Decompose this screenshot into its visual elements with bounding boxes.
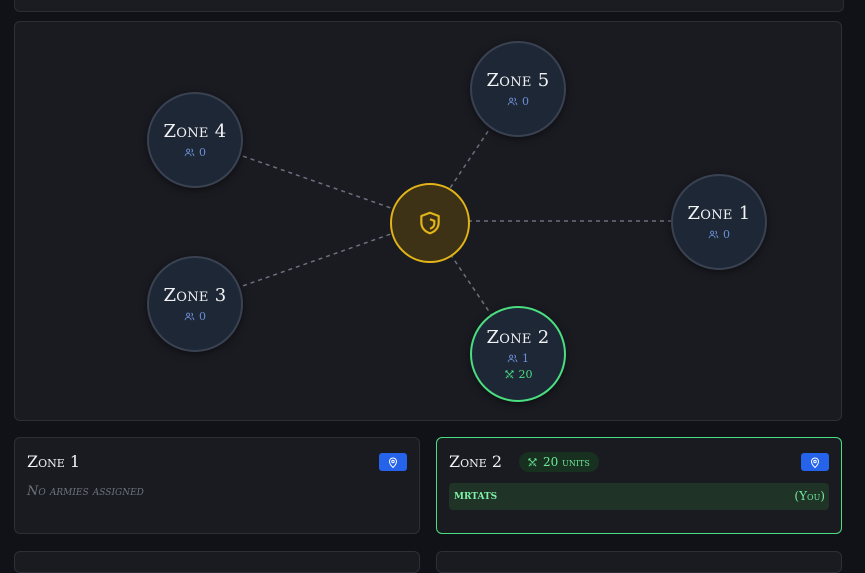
map-pin-icon: [388, 457, 398, 468]
zone-army-count: 0: [199, 145, 206, 159]
zone-army-count: 0: [199, 309, 206, 323]
zone-card-2: Zone 2 20 units mrtats (You): [436, 437, 842, 534]
users-icon: [184, 312, 195, 320]
swords-icon: [528, 457, 537, 466]
zone-node-3[interactable]: Zone 3 0: [147, 256, 243, 352]
zone-node-4[interactable]: Zone 4 0: [147, 92, 243, 188]
zone-card-4: [436, 551, 842, 573]
zone-army-count: 1: [522, 351, 529, 365]
locate-zone-button[interactable]: [379, 453, 407, 471]
zone-army-count: 0: [723, 227, 730, 241]
zone-node-2[interactable]: Zone 2 1 20: [470, 306, 566, 402]
zone-armies: 1: [507, 352, 529, 365]
army-name: mrtats: [454, 488, 498, 503]
zone-armies: 0: [708, 228, 730, 241]
users-icon: [507, 354, 518, 362]
zone-units: 20: [504, 368, 533, 381]
army-owner-tag: (You): [794, 489, 825, 503]
zone-card-3: [14, 551, 420, 573]
map-pin-icon: [810, 457, 820, 468]
zone-unit-count: 20: [518, 367, 533, 381]
army-list-item[interactable]: mrtats (You): [449, 483, 829, 510]
zone-armies: 0: [184, 310, 206, 323]
units-badge-label: 20 units: [543, 455, 590, 469]
units-badge: 20 units: [519, 452, 599, 472]
zone-armies: 0: [507, 95, 529, 108]
top-toolbar: [14, 0, 844, 12]
locate-zone-button[interactable]: [801, 453, 829, 471]
shield-icon: [420, 211, 440, 235]
zone-card-1: Zone 1 No armies assigned: [14, 437, 420, 534]
swords-icon: [504, 369, 514, 378]
zone-node-5[interactable]: Zone 5 0: [470, 41, 566, 137]
zone-name: Zone 5: [486, 69, 550, 91]
zone-node-1[interactable]: Zone 1 0: [671, 174, 767, 270]
users-icon: [708, 230, 719, 238]
headquarters-node[interactable]: [390, 183, 470, 263]
link-zone-4: [193, 138, 429, 222]
zone-card-title: Zone 2: [449, 452, 503, 471]
link-zone-3: [193, 220, 429, 304]
zone-armies: 0: [184, 146, 206, 159]
users-icon: [507, 97, 518, 105]
zone-name: Zone 4: [163, 120, 227, 142]
zone-map: Zone 1 0 Zone 2 1 20 Zone 3 0 Zone 4 0 Z…: [14, 21, 842, 421]
zone-army-count: 0: [522, 94, 529, 108]
users-icon: [184, 148, 195, 156]
no-armies-text: No armies assigned: [27, 484, 144, 499]
zone-name: Zone 3: [163, 284, 227, 306]
zone-name: Zone 1: [687, 202, 751, 224]
zone-card-title: Zone 1: [27, 452, 81, 471]
zone-name: Zone 2: [486, 326, 550, 348]
